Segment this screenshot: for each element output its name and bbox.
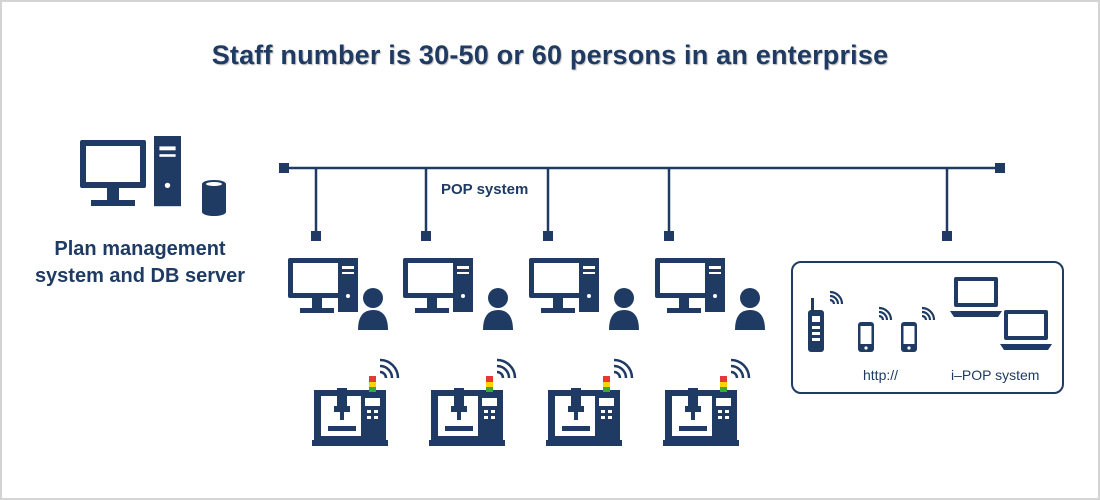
- network-bus: [279, 163, 1005, 241]
- pop-system-label: POP system: [441, 181, 529, 198]
- smartphone-icon: [858, 322, 874, 352]
- server-computer-icon: [80, 136, 181, 207]
- ipop-system-label: i–POP system: [951, 367, 1040, 383]
- server-label: Plan management system and DB server: [30, 236, 250, 290]
- wireless-signal-icon: [920, 306, 936, 322]
- laptop-icon: [950, 277, 1002, 317]
- smartphone-icon: [901, 322, 917, 352]
- wireless-signal-icon: [828, 290, 844, 306]
- server-label-line1: Plan management: [54, 238, 226, 260]
- database-icon: [202, 180, 226, 216]
- diagram-title: Staff number is 30-50 or 60 persons in a…: [211, 40, 889, 70]
- cordless-phone-icon: [808, 298, 824, 352]
- server-label-line2: system and DB server: [34, 265, 246, 287]
- laptop-icon: [1000, 310, 1052, 350]
- http-label: http://: [863, 367, 899, 383]
- wireless-signal-icon: [877, 306, 893, 322]
